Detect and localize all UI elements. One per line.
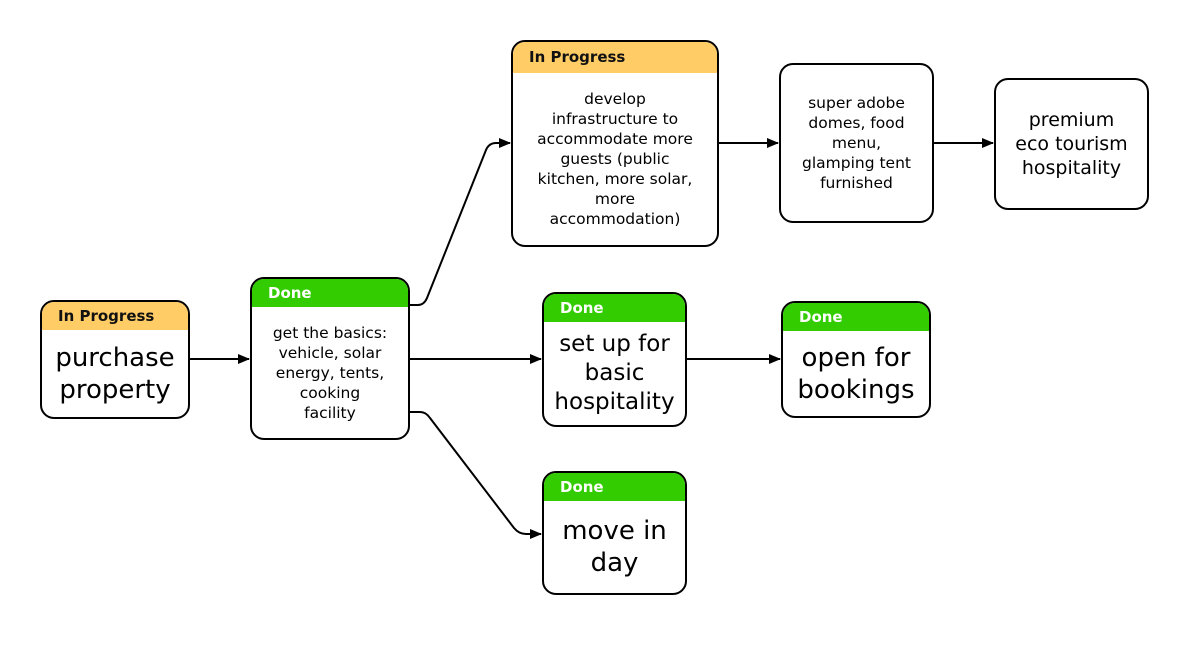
node-set-up-basic-hospitality[interactable]: Done set up for basic hospitality bbox=[542, 292, 687, 427]
node-premium-eco-tourism[interactable]: premium eco tourism hospitality bbox=[994, 78, 1149, 210]
node-label: premium eco tourism hospitality bbox=[1015, 109, 1128, 179]
node-label: move in day bbox=[562, 516, 667, 578]
node-purchase-property[interactable]: In Progress purchase property bbox=[40, 300, 190, 419]
node-label: super adobe domes, food menu, glamping t… bbox=[802, 94, 911, 192]
node-open-for-bookings[interactable]: Done open for bookings bbox=[781, 301, 931, 418]
node-get-the-basics[interactable]: Done get the basics: vehicle, solar ener… bbox=[250, 277, 410, 440]
node-label: open for bookings bbox=[797, 342, 915, 405]
node-develop-infrastructure[interactable]: In Progress develop infrastructure to ac… bbox=[511, 40, 719, 247]
node-label: set up for basic hospitality bbox=[554, 331, 675, 415]
status-badge: Done bbox=[783, 303, 929, 331]
edge-basics-to-develop bbox=[409, 138, 511, 306]
edge-basics-to-movein bbox=[409, 411, 542, 539]
node-label: purchase property bbox=[55, 342, 175, 405]
node-super-adobe-domes[interactable]: super adobe domes, food menu, glamping t… bbox=[779, 63, 934, 223]
node-label: develop infrastructure to accommodate mo… bbox=[537, 90, 693, 228]
status-badge: Done bbox=[252, 279, 408, 307]
node-move-in-day[interactable]: Done move in day bbox=[542, 471, 687, 595]
status-badge: Done bbox=[544, 294, 685, 322]
status-badge: In Progress bbox=[513, 42, 717, 73]
status-badge: Done bbox=[544, 473, 685, 501]
node-label: get the basics: vehicle, solar energy, t… bbox=[272, 323, 388, 422]
status-badge: In Progress bbox=[42, 302, 188, 330]
